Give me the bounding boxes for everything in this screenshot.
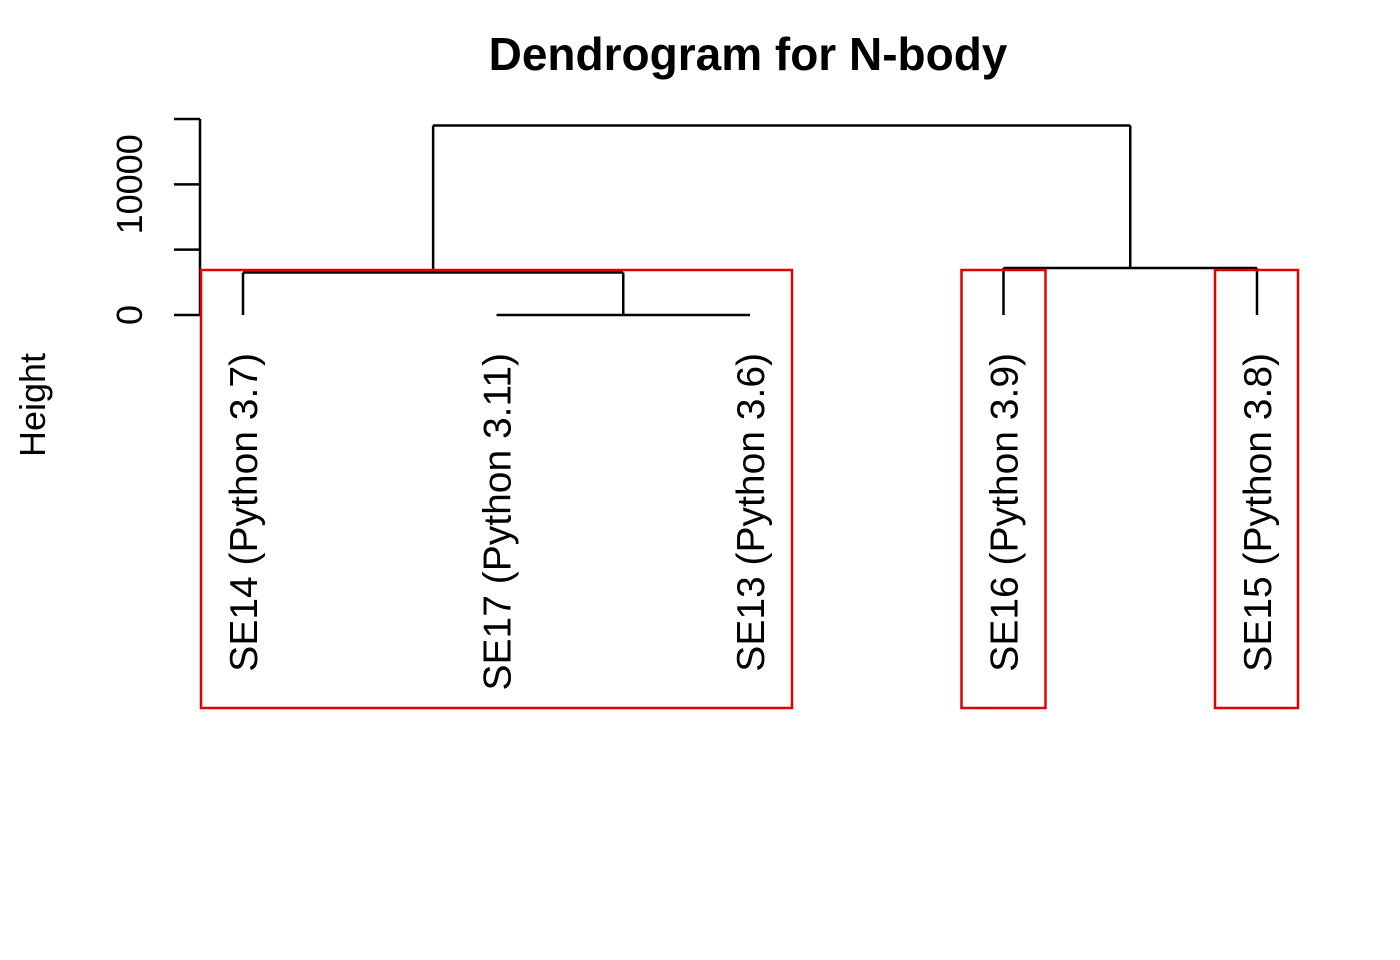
y-axis: 0 10000 — [109, 117, 202, 325]
leaf-label: SE15 (Python 3.8) — [1237, 353, 1280, 672]
leaf-label: SE13 (Python 3.6) — [730, 353, 773, 672]
y-tick-label: 0 — [109, 305, 150, 325]
cluster-rectangles — [199, 268, 1300, 710]
cluster-rectangle — [1213, 268, 1300, 710]
leaf-labels: SE14 (Python 3.7) SE17 (Python 3.11) SE13 … — [223, 353, 1280, 690]
y-tick-label: 10000 — [109, 134, 150, 234]
cluster-rectangle — [199, 268, 794, 710]
leaf-label: SE16 (Python 3.9) — [984, 353, 1027, 672]
leaf-label: SE14 (Python 3.7) — [223, 353, 266, 672]
cluster-rectangle — [960, 268, 1047, 710]
chart-title: Dendrogram for N-body — [489, 28, 1008, 80]
dendrogram-branches — [241, 124, 1259, 317]
leaf-label: SE17 (Python 3.11) — [477, 353, 520, 690]
y-axis-label: Height — [12, 353, 53, 457]
